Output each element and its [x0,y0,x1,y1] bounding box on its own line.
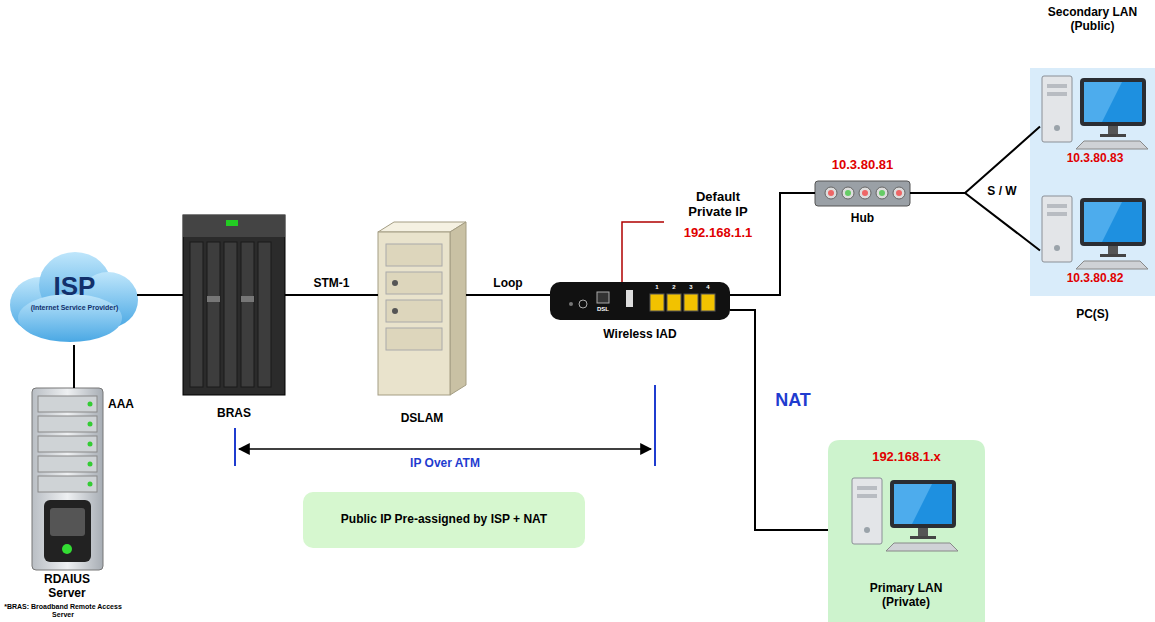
iad-node: Wireless IAD [550,282,730,320]
note-box: Public IP Pre-assigned by ISP + NAT [303,492,585,548]
cloud-shape [10,252,138,342]
server-symbol [32,388,103,570]
lan-panel [1030,68,1155,296]
dslam-node: DSLAM [378,222,466,395]
node-text: RDAIUS Server [37,573,97,601]
pc-node: 10.3.80.83 [1040,72,1150,150]
callout-text: Default Private IP [680,190,756,220]
server-node: AAARDAIUS Server [32,388,103,570]
node-text: 10.3.80.83 [1040,152,1150,166]
node-text: (Internet Service Provider) [14,304,135,312]
leader-line [622,222,664,282]
link-line [137,294,183,296]
node-text: Secondary LAN (Public) [1030,6,1155,34]
pc-symbol [1042,76,1148,149]
link-line [910,127,1040,193]
node-text: PC(S) [1030,308,1155,322]
port-label: DSL [591,306,615,313]
pc-symbol [1042,196,1148,269]
ip-address: 192.168.1.1 [668,226,768,241]
node-text: BRAS [183,407,285,421]
lan-panel [828,440,985,622]
node-text: AAA [108,398,148,412]
link-line [285,294,378,296]
link-line [730,310,828,530]
link-line [910,193,1040,251]
dslam-tower [378,222,466,395]
node-text: Wireless IAD [580,328,700,342]
node-text: 192.168.1.x [828,450,985,465]
link-line [73,345,75,388]
node-text: ISP [12,272,137,302]
lan-group: Secondary LAN (Public)PC(S)10.3.80.8310.… [1030,68,1155,296]
lan-group: 192.168.1.xPrimary LAN (Private) [828,440,985,622]
port-number: 3 [684,284,698,291]
port-number: 1 [650,284,664,291]
pc-node: 10.3.80.82 [1040,192,1150,270]
link-line [466,294,550,296]
port-number: 2 [667,284,681,291]
span-label: IP Over ATM [380,457,510,471]
hub-device [815,181,910,206]
hub-node: 10.3.80.81Hub [815,181,910,206]
pc-symbol [852,478,958,551]
iad-device [550,282,730,320]
node-text: Public IP Pre-assigned by ISP + NAT [341,513,547,527]
span-bracket [235,385,655,466]
node-text: 10.3.80.82 [1040,272,1150,286]
node-text: DSLAM [378,412,466,426]
node-text: Primary LAN (Private) [856,582,956,610]
cloud-node: ISP (Internet Service Provider) [12,250,137,345]
switch-label: S / W [982,185,1022,199]
node-text: 10.3.80.81 [810,158,915,173]
bras-chassis [183,215,285,395]
footnote: *BRAS: Broadband Remote Access Server [4,603,122,619]
link-label: Loop [491,277,524,291]
port-number: 4 [701,284,715,291]
bras-node: BRAS [183,215,285,395]
nat-label: NAT [766,390,820,411]
node-text: Hub [815,212,910,226]
link-label: STM-1 [312,277,352,291]
